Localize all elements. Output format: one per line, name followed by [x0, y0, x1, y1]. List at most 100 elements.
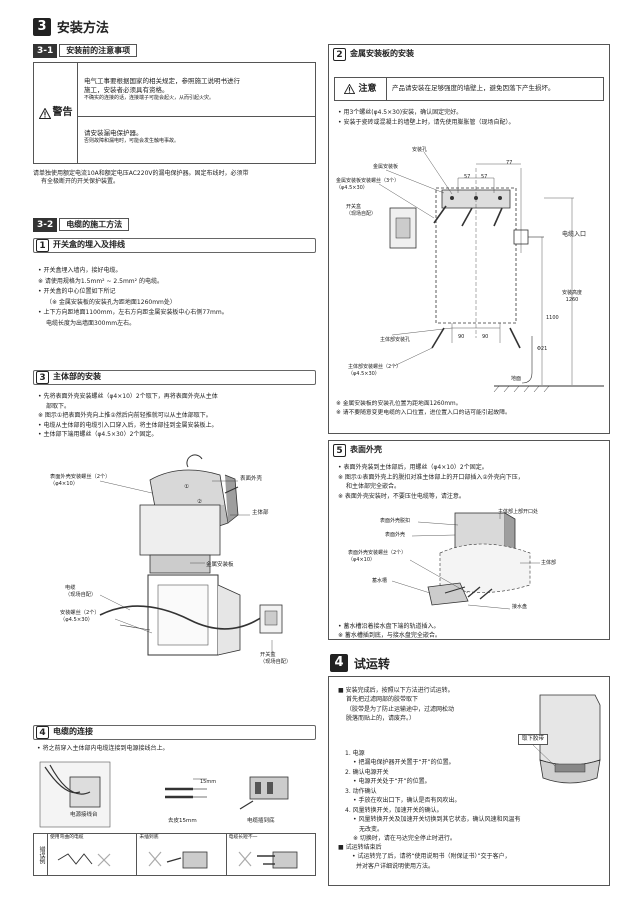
text-line: • 把漏电保护器开关置于“开”的位置。 [353, 759, 455, 767]
wrong-example-cell: 使用弯曲的电缆 [48, 834, 138, 875]
dim-77: 77 [506, 160, 513, 166]
wrong-example-cell: 电缆长短不一 [227, 834, 315, 875]
section-4-header: 4 试运转 [330, 654, 390, 673]
label-plate: 金属安装板 [206, 562, 234, 568]
label-opening: 主体部上部开口处 [498, 509, 539, 515]
step-title: 开关盒的埋入及排线 [53, 240, 125, 250]
plate-illustration [147, 574, 241, 656]
warning-line: 电气工事要根据国家的相关规定，参照施工说明书进行 [84, 77, 240, 85]
section-title: 安装方法 [56, 20, 109, 36]
callout-text: 金属安装板安装螺丝（3个） [336, 178, 400, 184]
callout-step-2: ② [197, 499, 202, 505]
warning-triangle-icon [38, 107, 51, 119]
dim-21: Φ21 [537, 346, 548, 352]
text-line: • 试运转完了后，请将“使用说明书（附保证书）”交于客户， [352, 853, 511, 861]
warning-cell: 警告 [34, 63, 78, 163]
text-line: 无改变。 [359, 825, 384, 833]
wrong-example-cell: 未插到底 [137, 834, 227, 875]
callout-text: 开关盒 [346, 204, 362, 210]
screw-icon [509, 327, 521, 349]
section-title: 试运转 [353, 657, 390, 672]
step-title: 电缆的连接 [53, 727, 93, 737]
text-line: ※ 切换时，请在马达完全停止时进行。 [353, 835, 456, 843]
caution-label: 注意 [358, 83, 377, 94]
not-inserted-illustration [148, 851, 208, 869]
step-1-text: • 开关盒埋入墙内，接好电缆。 ※ 请使用规格为1.5mm² ~ 2.5mm² … [38, 266, 228, 329]
arrow-icon [444, 586, 466, 594]
note-line: ※ 金属安装板的安装孔位置为距地面1260mm。 [336, 401, 462, 407]
label-screw: 表面外壳安装螺丝（2个） （φ4×10） [50, 474, 110, 488]
step-2-text: • 用3个螺丝(φ4.5×30)安装，确认固定完好。 • 安装于瓷砖或混凝土的墙… [338, 108, 514, 127]
test-run-intro: ■ 安装完成后，按照以下方法进行试运转。 首先把过滤网部的胶带取下 （胶带是为了… [338, 686, 454, 723]
warning-text-1: 电气工事要根据国家的相关规定，参照施工说明书进行 施工，安装者必须具有资格。 不… [84, 77, 240, 101]
test-run-items: 1. 电源 • 把漏电保护器开关置于“开”的位置。 2. 确认电源开关 • 电源… [345, 749, 520, 844]
callout-text: 电缆 [65, 585, 76, 591]
dryer-illustration [532, 694, 601, 784]
label-insert: 电缆插到底 [247, 818, 275, 824]
dim-57: 57 [464, 174, 471, 180]
breaker-note: 请单独使用额定电流10A和额定电压AC220V的漏电保护器。固定布线时，必须带 … [33, 170, 249, 186]
subsection-3-2-header: 3-2 电缆的施工方法 [33, 218, 130, 233]
callout-text: （现场自配） [65, 592, 97, 599]
text-line: 1. 电源 [345, 750, 365, 757]
text-line: 4. 风量转换开关，加速开关的确认。 [345, 806, 443, 814]
warning-line: 请安装漏电保护器。 [84, 129, 143, 137]
label-plate: 金属安装板 [373, 164, 399, 170]
caution-text: 产品请安装在足够强度的墙壁上，避免因落下产生损坏。 [392, 84, 555, 92]
mounting-plate-diagram [378, 151, 604, 393]
label-cover-screw: 表面外壳安装螺丝（2个） （φ4×10） [348, 550, 406, 564]
arrow-icon [224, 486, 239, 494]
dim-90: 90 [458, 334, 465, 340]
step-number: 5 [333, 444, 346, 457]
note-line: 有全极断开的开关保护装置。 [41, 178, 120, 186]
text-line: ※ 表面外壳安装时，不要压住电缆等，请注意。 [338, 492, 465, 500]
screw-icon [479, 588, 493, 600]
step-3-header: 3 主体部的安装 [33, 370, 316, 385]
label-hole: 安装孔 [412, 147, 428, 153]
text-line: 部取下。 [46, 402, 71, 410]
step-2-panel [328, 44, 610, 434]
test-run-panel [328, 676, 610, 886]
label-body: 主体部 [541, 560, 557, 566]
callout-text: （φ4×10） [348, 556, 376, 563]
callout-text: （现场自配） [260, 659, 292, 666]
callout-step-1: ① [184, 484, 189, 490]
label-cable: 电缆 （现场自配） [65, 585, 96, 599]
step-1-header: 1 开关盒的埋入及排线 [33, 238, 316, 253]
section-number: 4 [330, 654, 348, 672]
callout-text: （φ4.5×30） [336, 184, 368, 191]
text-line: • 上下方向距地面1100mm，左右方向距金属安装板中心右侧77mm。 [38, 309, 228, 316]
callout-text: 开关盒 [260, 652, 276, 658]
text-line: ■ 安装完成后，按照以下方法进行试运转。 [338, 687, 454, 694]
test-run-end: ■ 试运转结束后 • 试运转完了后，请将“使用说明书（附保证书）”交于客户， 并… [338, 843, 511, 871]
text-line: ■ 试运转结束后 [338, 844, 382, 851]
text-line: 和主体部完全嵌合。 [346, 483, 401, 491]
wrong-example-text: 使用弯曲的电缆 [50, 835, 84, 840]
label-body-hole: 主体部安装孔 [380, 337, 411, 343]
text-line: • 电缆从主体部的电缆引入口穿入后，将主体部挂到金属安装板上。 [38, 421, 218, 429]
caution-box: 注意 产品请安装在足够强度的墙壁上，避免因落下产生损坏。 [334, 77, 604, 101]
switch-box-illustration [259, 604, 283, 634]
label-switch-box: 开关盒 （现场自配） [260, 652, 291, 666]
label-plate-screw: 金属安装板安装螺丝（3个） （φ4.5×30） [336, 178, 399, 192]
step-number: 4 [36, 726, 49, 739]
text-line: • 手放在吹出口下，确认是否有风吹出。 [353, 797, 461, 805]
label-screw2: 安装螺丝（2个） （φ4.5×30） [60, 610, 100, 624]
callout-text: （φ4.5×30） [348, 370, 380, 377]
screw-icon [467, 586, 481, 598]
note-line: 请单独使用额定电流10A和额定电压AC220V的漏电保护器。固定布线时，必须带 [33, 170, 249, 177]
caution-cell: 注意 [335, 78, 387, 100]
label-body: 主体部 [252, 510, 269, 516]
dim-1100: 1100 [546, 315, 559, 321]
step-5-text: • 表面外壳装到主体部后，用螺丝（φ4×10）2个固定。 ※ 图示①表面外壳上的… [338, 463, 524, 501]
divider [78, 116, 316, 117]
wrong-examples-table: 错误例 使用弯曲的电缆 未插到底 电缆长短不一 [33, 833, 316, 876]
dim-90: 90 [482, 334, 489, 340]
callout-text: 表面外壳安装螺丝（2个） [348, 550, 407, 556]
step-number: 1 [36, 239, 49, 252]
callout-text: （现场自配） [346, 210, 377, 217]
step-4-header: 4 电缆的连接 [33, 725, 316, 740]
label-cable-entry: 电缆入口 [562, 231, 587, 238]
label-remove-tape: 取下胶带 [518, 734, 549, 746]
screw-icon [433, 205, 503, 227]
